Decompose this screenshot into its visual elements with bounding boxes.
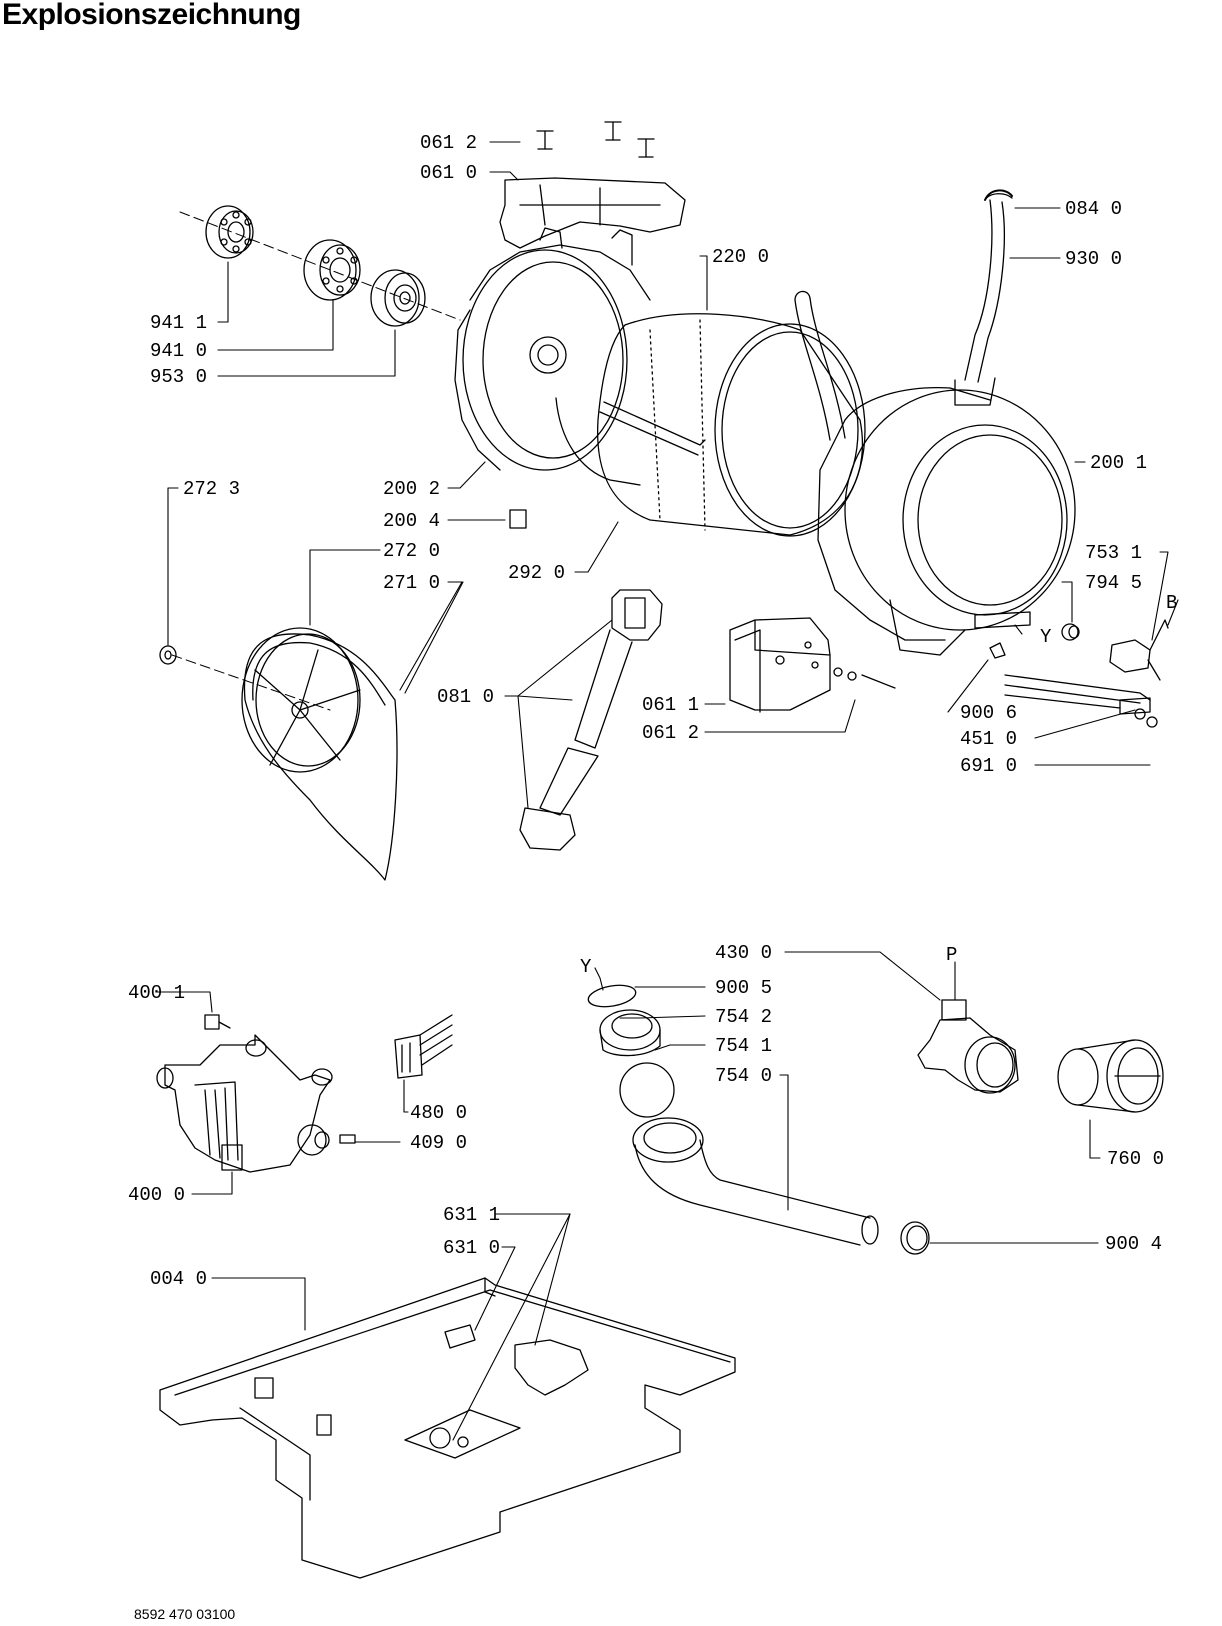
label-794-5: 794 5	[1085, 572, 1142, 594]
label-930-0: 930 0	[1065, 248, 1122, 270]
document-number: 8592 470 03100	[134, 1606, 236, 1622]
label-900-5: 900 5	[715, 977, 772, 999]
ring-754-2	[599, 1009, 661, 1057]
top-counterweight	[499, 177, 686, 249]
label-430-0: 430 0	[715, 942, 772, 964]
label-200-2: 200 2	[383, 478, 440, 500]
base-plate	[159, 1277, 736, 1579]
shaft-seal	[370, 269, 426, 327]
front-tub	[817, 377, 1076, 656]
label-061-0: 061 0	[420, 162, 477, 184]
clip-900-6	[989, 642, 1006, 659]
pulley-axis	[171, 654, 331, 711]
rear-tub	[454, 227, 651, 486]
label-061-2-bottom: 061 2	[642, 722, 699, 744]
label-220-0: 220 0	[712, 246, 769, 268]
label-754-2: 754 2	[715, 1006, 772, 1028]
label-941-0: 941 0	[150, 340, 207, 362]
label-B: B	[1166, 592, 1177, 614]
label-Y-bottom: Y	[580, 956, 592, 978]
label-900-4: 900 4	[1105, 1233, 1162, 1255]
label-941-1: 941 1	[150, 312, 207, 334]
label-004-0: 004 0	[150, 1268, 207, 1290]
label-200-1: 200 1	[1090, 452, 1147, 474]
bearing-941-1	[205, 205, 254, 259]
drum	[596, 313, 866, 537]
mounting-bolts	[536, 121, 655, 158]
leader-lines-bottom	[157, 951, 1101, 1441]
label-754-0: 754 0	[715, 1065, 772, 1087]
sump-hose	[632, 1117, 879, 1246]
heater-element	[1004, 674, 1151, 720]
label-409-0: 409 0	[410, 1132, 467, 1154]
callout-labels: 061 2 061 0 084 0 220 0 930 0 941 1 941 …	[128, 132, 1177, 1290]
label-200-4: 200 4	[383, 510, 440, 532]
carbon-brush	[204, 1014, 231, 1030]
tacho-magnet	[339, 1134, 356, 1144]
shock-absorber	[519, 589, 663, 851]
bearing-941-0	[303, 239, 361, 301]
label-754-1: 754 1	[715, 1035, 772, 1057]
hose-clip	[984, 189, 1013, 201]
clamp-900-5	[587, 984, 637, 1008]
pump-filter	[1057, 1039, 1164, 1113]
leader-lines-top	[167, 141, 1179, 809]
nut-691	[1146, 716, 1158, 728]
pressure-switch-holder	[444, 1324, 589, 1396]
label-900-6: 900 6	[960, 702, 1017, 724]
counterweight-bracket	[729, 617, 896, 713]
label-753-1: 753 1	[1085, 542, 1142, 564]
label-061-1: 061 1	[642, 694, 699, 716]
label-451-0: 451 0	[960, 728, 1017, 750]
label-081-0: 081 0	[437, 686, 494, 708]
hose-left	[794, 290, 846, 441]
clamp-900-4	[900, 1221, 930, 1255]
motor	[156, 1034, 333, 1173]
pulley	[241, 627, 361, 773]
page-title: Explosionszeichnung	[2, 0, 301, 31]
label-631-1: 631 1	[443, 1204, 500, 1226]
label-272-3: 272 3	[183, 478, 240, 500]
label-271-0: 271 0	[383, 572, 440, 594]
label-953-0: 953 0	[150, 366, 207, 388]
label-760-0: 760 0	[1107, 1148, 1164, 1170]
label-061-2-top: 061 2	[420, 132, 477, 154]
ball-754-1	[619, 1062, 675, 1118]
strap-200-4	[509, 509, 527, 529]
label-400-1: 400 1	[128, 982, 185, 1004]
label-084-0: 084 0	[1065, 198, 1122, 220]
label-292-0: 292 0	[508, 562, 565, 584]
drain-pump	[917, 999, 1019, 1094]
label-Y-top: Y	[1040, 626, 1052, 648]
drive-belt	[243, 633, 398, 881]
temperature-sensor	[1109, 619, 1169, 681]
label-272-0: 272 0	[383, 540, 440, 562]
label-480-0: 480 0	[410, 1102, 467, 1124]
label-691-0: 691 0	[960, 755, 1017, 777]
label-400-0: 400 0	[128, 1184, 185, 1206]
pulley-nut	[159, 645, 177, 665]
connector-block	[394, 1014, 453, 1079]
grommet	[1061, 623, 1080, 641]
label-631-0: 631 0	[443, 1237, 500, 1259]
label-P: P	[946, 944, 957, 966]
hose-930	[964, 193, 1013, 383]
